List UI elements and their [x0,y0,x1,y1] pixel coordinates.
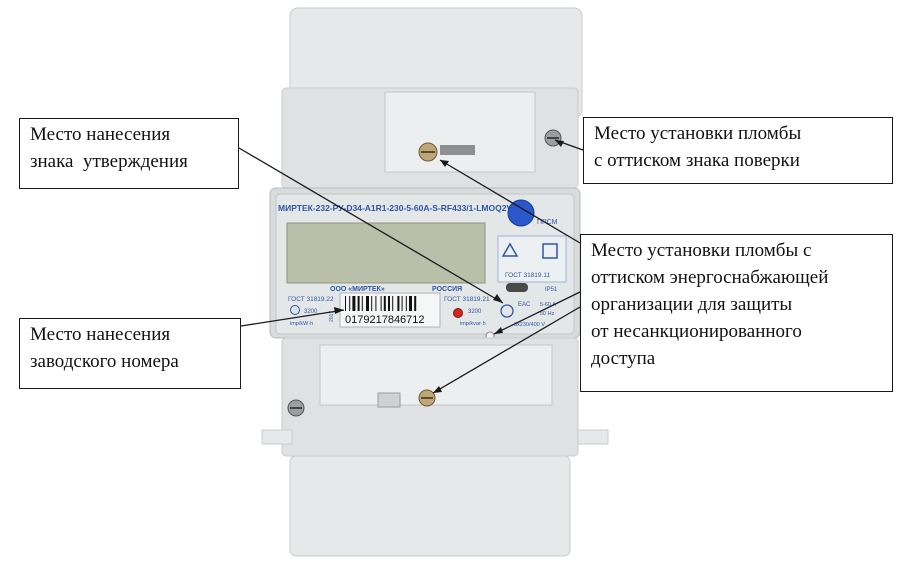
supply-seal-line-1: Место установки пломбы с [591,237,882,264]
approval-mark-arrowhead [493,294,503,303]
bottom-seal-screw [418,389,436,407]
rating-freq: 50 Hz [540,311,555,317]
warning-icon [501,242,519,257]
gost-left-label: ГОСТ 31819.22 [288,296,334,303]
top-seal-screw [418,142,438,162]
verification-seal-line-2: с оттиском знака поверки [594,150,800,171]
supply-seal-leader-top [439,159,581,244]
supply-seal-leader-middle [493,291,581,335]
bottom-clamp [377,392,401,408]
supply-seal-word: пломбы [735,240,799,261]
supply-seal-word: установки [647,240,731,261]
bottom-left-screw [287,399,305,417]
top-clamp [440,145,475,155]
year-label: 2017 [329,311,335,322]
barcode-bar [371,296,373,311]
serial-number-callout: Место нанесения заводского номера [19,318,241,389]
double-insulation-icon [542,243,558,259]
supply-seal-leader-bottom [432,306,581,394]
bottom-terminal-window [319,344,553,406]
top-terminal-window [384,91,536,173]
barcode-bar [357,296,360,311]
gost-right-label: ГОСТ 31819.21 [444,296,490,303]
class-badge: IP51 [545,287,558,293]
verification-seal-callout: Место установки пломбы с оттиском знака … [583,117,893,184]
barcode [345,296,417,311]
supply-seal-word: с [803,240,812,261]
imp-left-unit: imp/kW·h [290,321,313,327]
barcode-bar [383,296,386,311]
rating-voltage: 3x230/400 V [514,322,545,328]
maker-label: ООО «МИРТЕК» [330,286,385,293]
serial-number-leader [240,309,345,327]
barcode-bar [414,296,417,311]
supply-seal-arrowhead-middle [494,327,503,334]
supply-seal-line-3: организации для защиты [591,294,793,315]
supply-seal-word: несанкционированного [613,321,802,342]
gost-panel-label: ГОСТ 31819.11 [505,272,550,279]
country-label: РОССИЯ [432,286,462,293]
supply-seal-line-2: оттиском энергоснабжающей [591,267,829,288]
serial-number-line-1: Место нанесения [30,324,171,345]
supply-seal-word: от [591,321,609,342]
prsm-button [507,199,535,227]
barcode-bar [366,296,369,311]
barcode-bar [352,296,356,311]
verification-seal-arrowhead [555,140,564,147]
optical-port [506,283,528,292]
barcode-bar [388,296,390,311]
barcode-bar [380,296,382,311]
barcode-bar [349,296,351,311]
barcode-bar [345,296,346,311]
approval-mark-line-1: Место нанесения [30,124,171,145]
imp-right-unit: imp/kvar·h [460,321,486,327]
barcode-bar [397,296,400,311]
supply-seal-word: Место [591,240,643,261]
barcode-bar [405,296,407,311]
imp-right: 3200 [468,309,482,315]
rating-current: 5-60 A [540,302,556,308]
serial-number-arrowhead [334,307,344,314]
button-label: ПРСМ [537,219,558,226]
approval-mark-callout: Место нанесения знака утверждения [19,118,239,189]
approval-mark-line-2: знака утверждения [30,151,188,172]
eac-mark: EAC [518,302,531,308]
din-clip-right [577,429,609,445]
lcd-display [286,222,486,284]
supply-seal-arrowhead-top [440,160,449,167]
pulse-led-left [290,305,300,315]
barcode-bar [361,296,363,311]
pulse-led-right [453,308,463,318]
barcode-bar [392,296,394,311]
barcode-bar [375,296,377,311]
meter-bottom-housing [289,455,571,557]
barcode-bar [401,296,403,311]
serial-number: 0179217846712 [345,314,425,326]
supply-seal-line-4: от несанкционированного [591,318,882,345]
supply-seal-line-5: доступа [591,348,656,369]
din-clip-left [261,429,293,445]
barcode-bar [409,296,412,311]
model-label: МИРТЕК-232-РУ-D34-A1R1-230-5-60A-S-RF433… [278,203,517,213]
verification-seal-line-1: Место установки пломбы [594,123,802,144]
approval-mark-leader [238,147,504,304]
certification-icon [500,304,514,318]
supply-seal-arrowhead-bottom [433,386,442,393]
supply-org-seal-callout: Место установки пломбы с оттиском энерго… [580,234,893,392]
imp-left: 3200 [304,309,318,315]
serial-number-line-2: заводского номера [30,351,179,372]
